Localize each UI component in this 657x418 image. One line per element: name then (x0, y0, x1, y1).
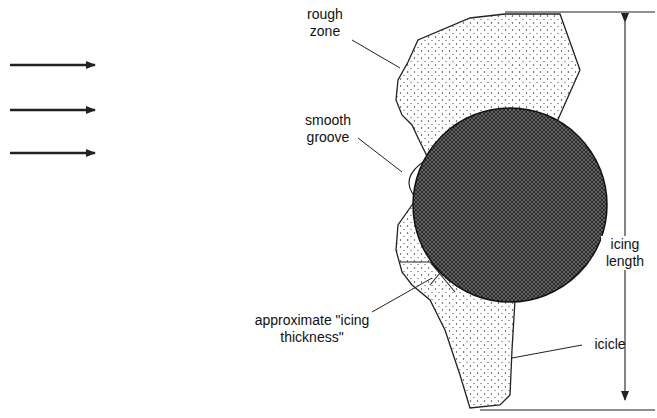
groove-label: smooth groove (296, 112, 360, 146)
length-label: icing length (601, 236, 649, 270)
icicle-label: icicle (586, 336, 634, 353)
cylinder (413, 108, 607, 302)
rough-zone-label: rough zone (296, 6, 354, 40)
thickness-label: approximate "icing thickness" (248, 312, 376, 346)
dimension-line (480, 12, 655, 410)
flow-arrows (10, 65, 95, 153)
leader-lines (352, 40, 582, 358)
